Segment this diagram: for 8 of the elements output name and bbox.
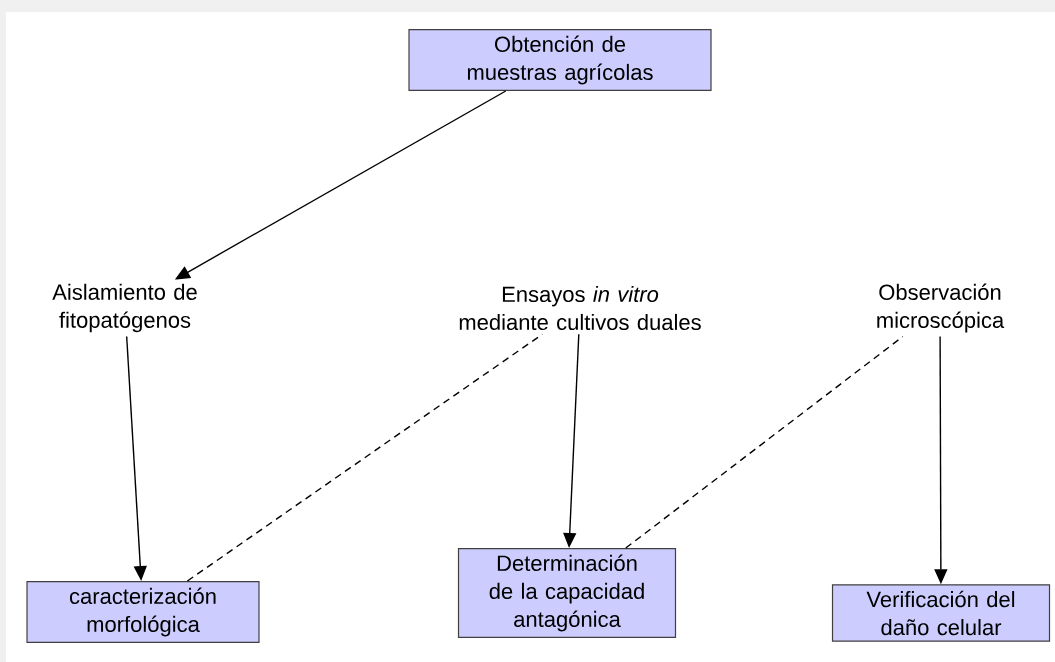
step-label: Aislamiento de fitopatógenos xyxy=(52,283,197,333)
process-box: Determinación de la capacidad antagónica xyxy=(457,548,677,638)
step-label: Observación microscópica xyxy=(877,283,1005,333)
step-label: Ensayos in vitro mediante cultivos duales xyxy=(459,285,701,331)
dashed-line xyxy=(625,335,904,549)
process-box: Verificación del daño celular xyxy=(831,584,1051,642)
process-box: caracterización morfológica xyxy=(26,581,260,643)
process-box: Obtención de muestras agrícolas xyxy=(408,29,712,91)
